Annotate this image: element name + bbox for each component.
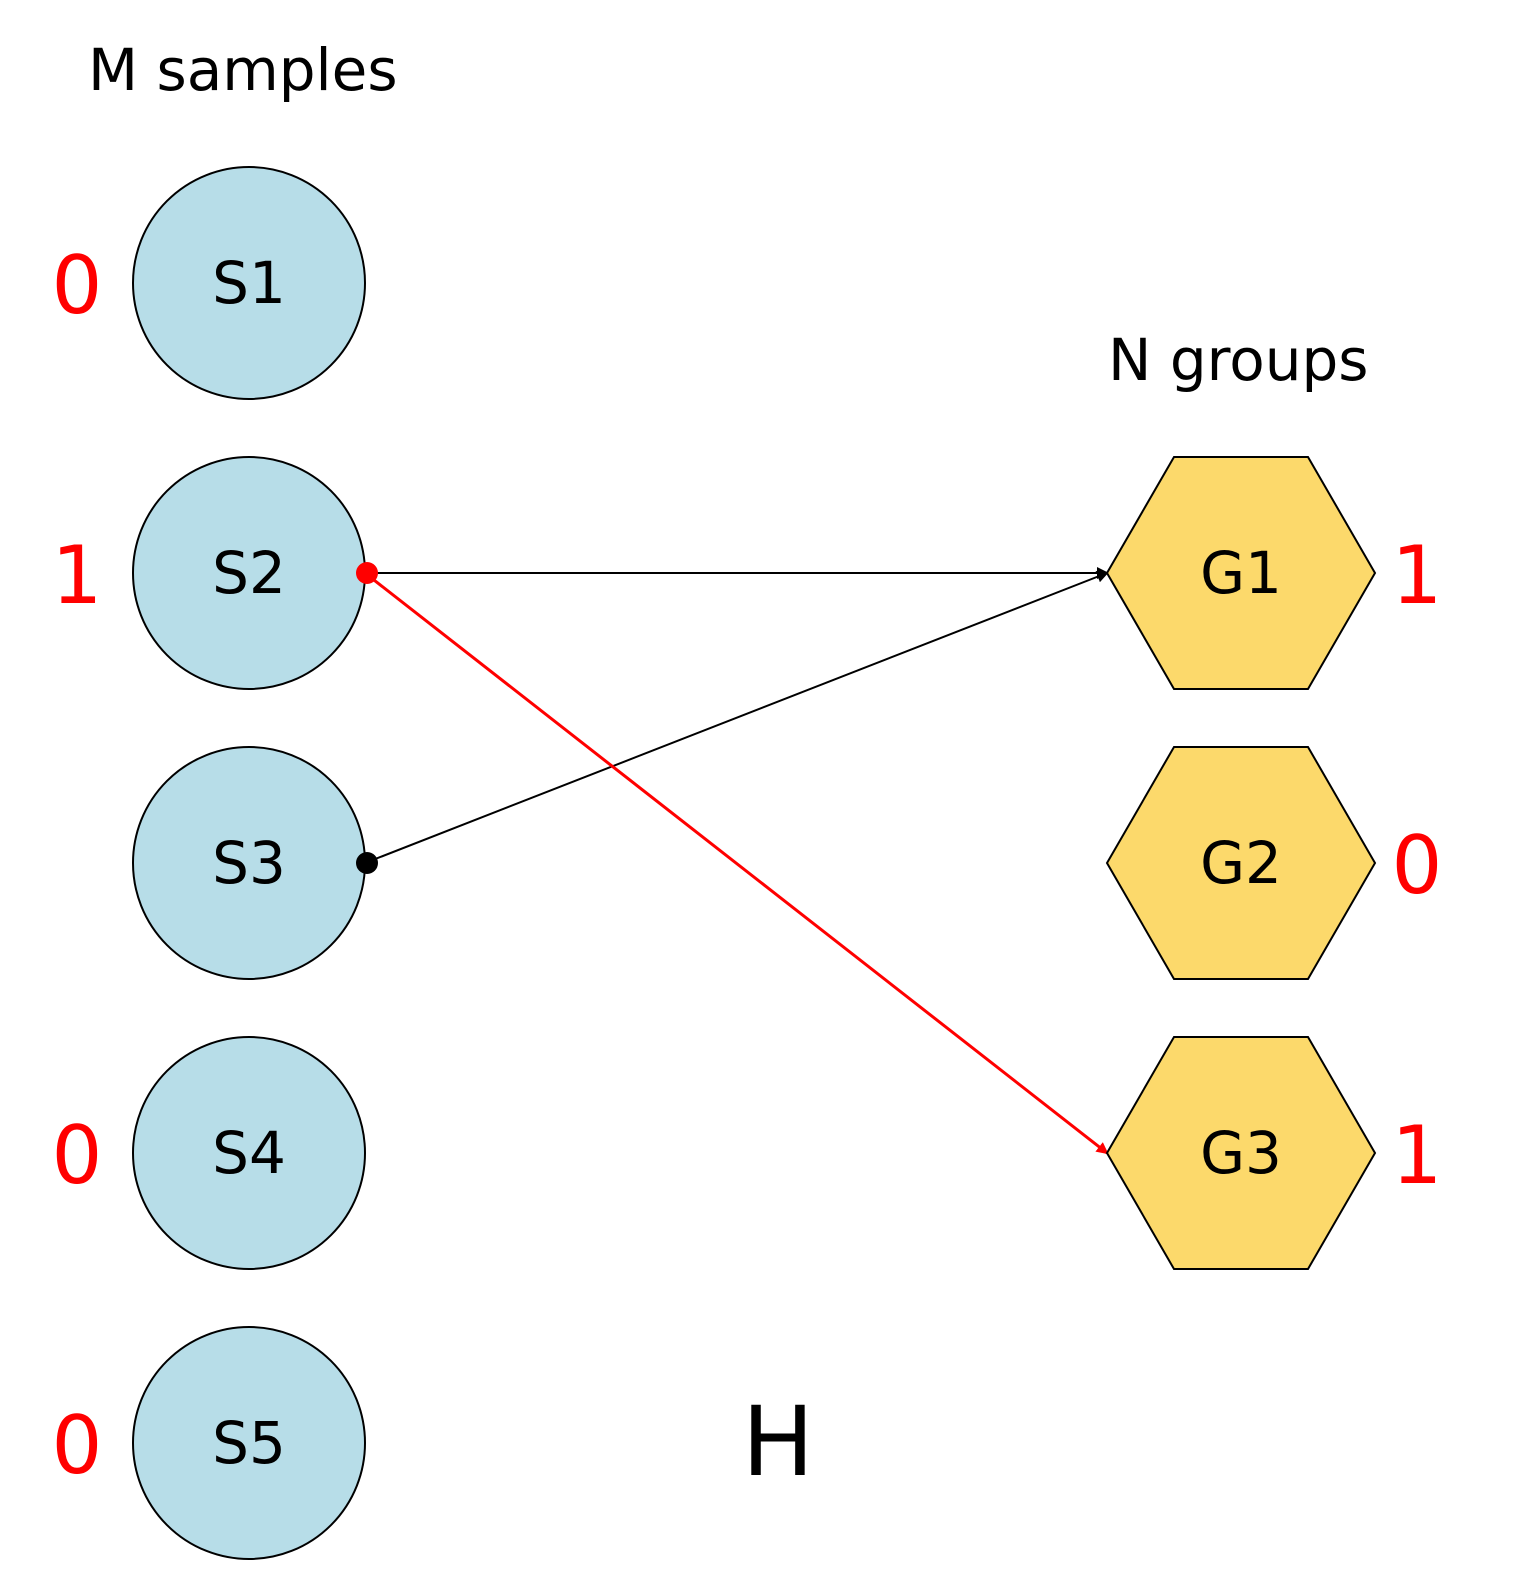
edge-s3-g1 [364, 571, 1109, 864]
edge-endpoints-layer [356, 562, 378, 874]
group-hexagon [1105, 1036, 1377, 1270]
group-label: G3 [1200, 1119, 1282, 1187]
group-value: 0 [1392, 819, 1443, 912]
group-hexagon [1105, 456, 1377, 690]
sample-node: S2 1 [52, 456, 366, 690]
sample-circle [132, 166, 366, 400]
group-label: G1 [1200, 539, 1282, 607]
sample-value: 0 [52, 1109, 103, 1202]
group-value: 1 [1392, 529, 1443, 622]
sample-node: S4 0 [52, 1036, 366, 1270]
sample-label: S1 [212, 249, 286, 317]
edge-start-dot [356, 562, 378, 584]
sample-circle [132, 1036, 366, 1270]
groups-heading: N groups [1108, 326, 1369, 394]
sample-node: S3 [132, 746, 366, 980]
sample-node: S5 0 [52, 1326, 366, 1560]
sample-label: S2 [212, 539, 286, 607]
group-hexagon [1105, 746, 1377, 980]
sample-value: 0 [52, 239, 103, 332]
sample-value: 0 [52, 1399, 103, 1492]
sample-value: 1 [52, 529, 103, 622]
matrix-label: H [742, 1386, 814, 1498]
group-value: 1 [1392, 1109, 1443, 1202]
edges-layer [364, 567, 1109, 1155]
sample-circle [132, 1326, 366, 1560]
group-node: G3 1 [1105, 1036, 1443, 1270]
sample-node: S1 0 [52, 166, 366, 400]
edge-s2-g3 [364, 571, 1109, 1155]
edge-start-dot [356, 852, 378, 874]
group-node: G2 0 [1105, 746, 1443, 980]
sample-label: S4 [212, 1119, 286, 1187]
group-node: G1 1 [1105, 456, 1443, 690]
sample-label: S3 [212, 829, 286, 897]
samples-heading: M samples [88, 36, 398, 104]
sample-label: S5 [212, 1409, 286, 1477]
group-label: G2 [1200, 829, 1282, 897]
